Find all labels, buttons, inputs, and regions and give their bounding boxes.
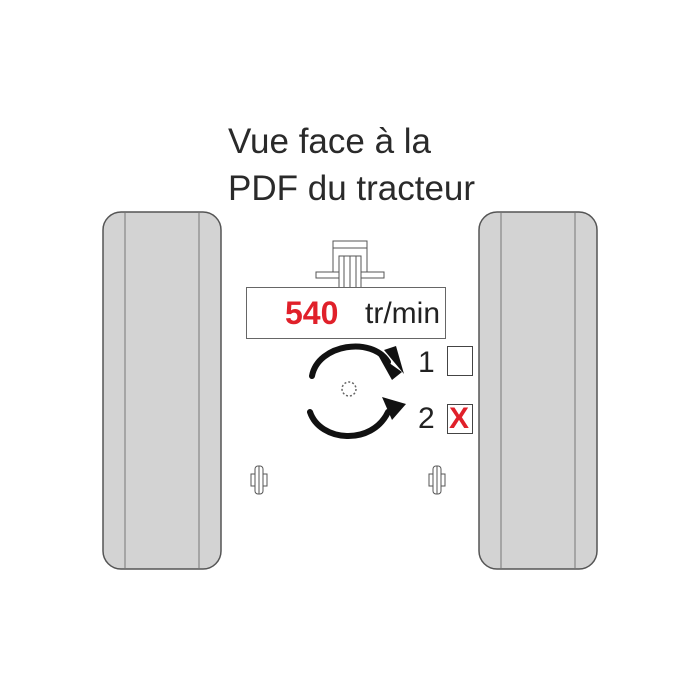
rotation-option-2-mark: X	[449, 402, 470, 435]
hitch-pin-right	[428, 465, 446, 495]
pto-speed-box: 540 tr/min	[246, 287, 446, 339]
title-line-2: PDF du tracteur	[228, 169, 476, 208]
pto-speed-unit: tr/min	[365, 297, 440, 330]
title-line-1: Vue face à la	[228, 122, 432, 161]
diagram-title: Vue face à la PDF du tracteur	[228, 118, 475, 212]
pto-shaft-end-icon	[341, 381, 357, 397]
tire-left	[102, 211, 222, 570]
hitch-pin-left	[250, 465, 268, 495]
tire-right	[478, 211, 598, 570]
rotation-arrow-counterclockwise-icon	[307, 397, 406, 439]
rotation-option-1-checkbox[interactable]	[447, 346, 473, 376]
rotation-option-2-checkbox[interactable]: X	[447, 402, 473, 435]
rotation-option-1-number: 1	[418, 346, 435, 379]
rotation-arrow-clockwise-icon	[309, 343, 404, 380]
rotation-option-2-number: 2	[418, 402, 435, 435]
pto-speed-value: 540	[285, 295, 339, 331]
pto-shaft	[315, 240, 385, 293]
